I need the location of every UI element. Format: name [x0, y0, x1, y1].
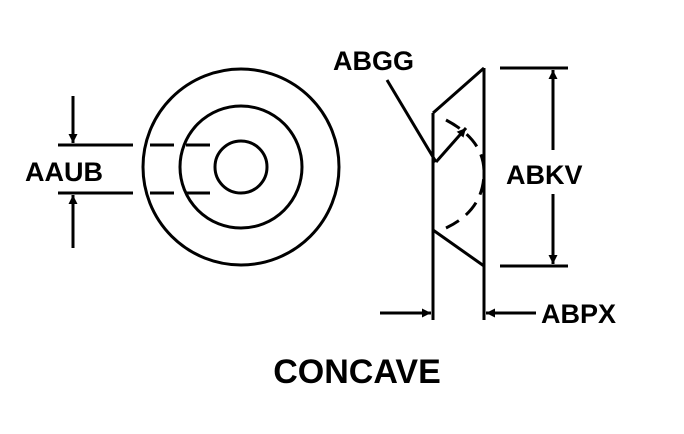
- inner-hole-circle: [213, 139, 269, 195]
- aaub-dimension: [58, 96, 133, 248]
- abgg-arrow: [434, 127, 468, 163]
- middle-circle: [178, 104, 304, 230]
- abpx-label: ABPX: [541, 299, 616, 329]
- concave-hidden-arc: [445, 118, 486, 230]
- diagram-title: CONCAVE: [273, 353, 441, 391]
- abkv-label: ABKV: [506, 160, 583, 190]
- side-bottom-slope: [432, 228, 485, 268]
- abkv-dimension: [500, 66, 568, 268]
- abgg-label: ABGG: [333, 46, 414, 76]
- abgg-leader-line: [385, 79, 438, 163]
- aaub-label: AAUB: [25, 157, 103, 187]
- front-view: [141, 67, 341, 267]
- abgg-leader: [385, 79, 468, 163]
- side-top-slope: [432, 66, 485, 115]
- side-view: [431, 66, 486, 320]
- outer-circle: [141, 67, 341, 267]
